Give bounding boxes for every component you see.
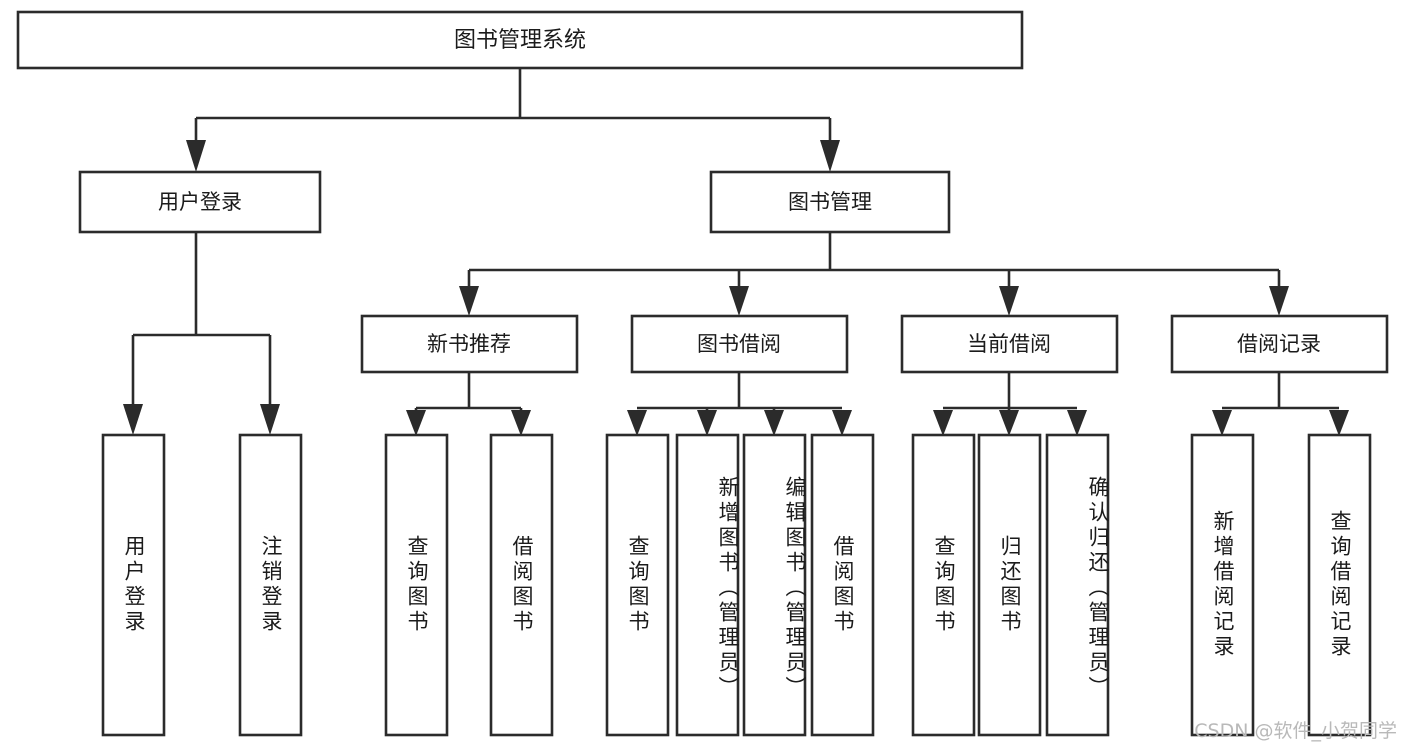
- csdn-watermark: CSDN @软件_小贺同学: [1194, 720, 1397, 742]
- leaf-logout-login-box[interactable]: [238, 433, 303, 737]
- leaf-query-book-3-box[interactable]: [911, 433, 976, 737]
- arrow-to-user-login: [186, 140, 206, 172]
- arrow-to-book-manage: [820, 140, 840, 172]
- edges-current-borrow-to-leaves: [933, 372, 1087, 436]
- node-current-borrow-label: 当前借阅: [967, 332, 1051, 356]
- edges-book-manage-to-level3: [459, 232, 1289, 316]
- edges-user-login-to-leaves: [123, 232, 280, 435]
- node-new-book-recommend[interactable]: 新书推荐: [360, 314, 579, 374]
- node-borrow-record-label: 借阅记录: [1237, 332, 1321, 356]
- arrow-to-leaf-add-book: [697, 410, 717, 436]
- node-user-login-box[interactable]: [78, 170, 322, 234]
- arrow-to-borrow-record: [1269, 286, 1289, 316]
- leaf-query-record-box[interactable]: [1307, 433, 1372, 737]
- edges-root-to-level2: [186, 68, 840, 172]
- node-current-borrow[interactable]: 当前借阅: [900, 314, 1119, 374]
- leaf-boxes-current-borrow: [911, 433, 1110, 737]
- leaf-boxes-new-book-recommend: [384, 433, 554, 737]
- node-book-manage[interactable]: 图书管理: [709, 170, 951, 234]
- arrow-to-leaf-query-book-2: [627, 410, 647, 436]
- arrow-to-leaf-query-book-1: [406, 410, 426, 436]
- node-root-label: 图书管理系统: [454, 28, 586, 53]
- node-book-borrow-box[interactable]: [630, 314, 849, 374]
- node-current-borrow-box[interactable]: [900, 314, 1119, 374]
- node-new-book-recommend-label: 新书推荐: [427, 332, 511, 356]
- node-book-borrow-label: 图书借阅: [697, 332, 781, 356]
- node-user-login[interactable]: 用户登录: [78, 170, 322, 234]
- node-book-manage-box[interactable]: [709, 170, 951, 234]
- leaf-query-book-1-box[interactable]: [384, 433, 449, 737]
- edges-borrow-record-to-leaves: [1212, 372, 1349, 436]
- leaf-return-book-box[interactable]: [977, 433, 1042, 737]
- arrow-to-current-borrow: [999, 286, 1019, 316]
- arrow-to-leaf-add-record: [1212, 410, 1232, 436]
- leaf-query-book-2-box[interactable]: [605, 433, 670, 737]
- arrow-to-leaf-user-login: [123, 404, 143, 435]
- leaf-add-record-box[interactable]: [1190, 433, 1255, 737]
- leaf-add-book-box[interactable]: [675, 433, 740, 737]
- arrow-to-leaf-confirm-return: [1067, 410, 1087, 436]
- node-root[interactable]: 图书管理系统: [16, 10, 1024, 70]
- leaf-boxes-book-borrow: [605, 433, 875, 737]
- arrow-to-leaf-query-record: [1329, 410, 1349, 436]
- leaf-boxes-user-login: [101, 433, 303, 737]
- arrow-to-leaf-return-book: [999, 410, 1019, 436]
- arrow-to-leaf-edit-book: [764, 410, 784, 436]
- node-user-login-label: 用户登录: [158, 190, 242, 214]
- edges-book-borrow-to-leaves: [627, 372, 852, 436]
- arrow-to-new-book: [459, 286, 479, 316]
- leaf-boxes-borrow-record: [1190, 433, 1372, 737]
- node-borrow-record-box[interactable]: [1170, 314, 1389, 374]
- arrow-to-leaf-borrow-book-2: [832, 410, 852, 436]
- leaf-borrow-book-2-box[interactable]: [810, 433, 875, 737]
- arrow-to-leaf-logout: [260, 404, 280, 435]
- arrow-to-leaf-borrow-book-1: [511, 410, 531, 436]
- arrow-to-leaf-query-book-3: [933, 410, 953, 436]
- leaf-borrow-book-1-box[interactable]: [489, 433, 554, 737]
- leaf-user-login-box[interactable]: [101, 433, 166, 737]
- node-borrow-record[interactable]: 借阅记录: [1170, 314, 1389, 374]
- node-book-manage-label: 图书管理: [788, 190, 872, 214]
- node-new-book-recommend-box[interactable]: [360, 314, 579, 374]
- edges-new-book-to-leaves: [406, 372, 531, 436]
- node-book-borrow[interactable]: 图书借阅: [630, 314, 849, 374]
- leaf-confirm-return-box[interactable]: [1045, 433, 1110, 737]
- arrow-to-book-borrow: [729, 286, 749, 316]
- node-root-box[interactable]: [16, 10, 1024, 70]
- leaf-edit-book-box[interactable]: [742, 433, 807, 737]
